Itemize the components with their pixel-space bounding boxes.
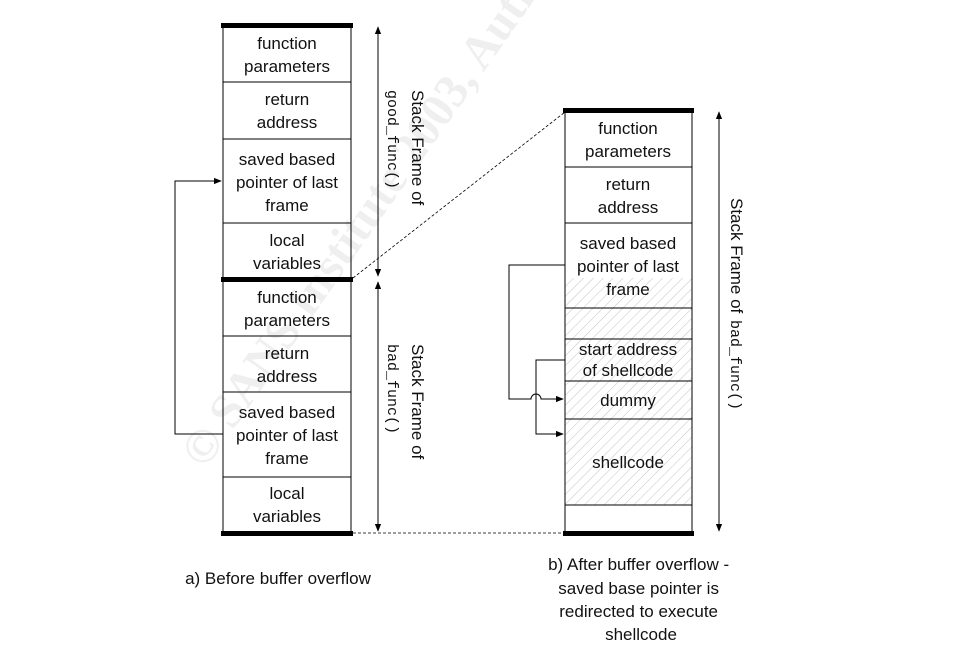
- cell-text: variables: [253, 507, 321, 526]
- cell-text: start address: [579, 340, 677, 359]
- cell-text: address: [598, 198, 658, 217]
- hatch-shellcode: [565, 419, 692, 505]
- cell-text: address: [257, 367, 317, 386]
- good-func-frame-label: Stack Frame of: [408, 90, 427, 206]
- bad-func-frame-label: Stack Frame of: [408, 344, 427, 460]
- cell-text: of shellcode: [583, 361, 674, 380]
- cell-text: dummy: [600, 391, 656, 410]
- frame-label-text: Stack Frame of: [727, 198, 746, 318]
- hatch-dummy: [565, 381, 692, 419]
- b-frame-label: Stack Frame of bad_func(): [726, 198, 746, 410]
- frame-label-func: good_func(): [383, 90, 400, 189]
- cell-text: function: [598, 119, 658, 138]
- cell-text: local: [270, 484, 305, 503]
- frame-label-func: bad_func(): [383, 344, 400, 434]
- top-bar-b: [563, 108, 694, 113]
- hatch-start-address: [565, 339, 692, 381]
- cell-text: saved based: [239, 150, 335, 169]
- cell-text: local: [270, 231, 305, 250]
- saved-pointer-link-arrow: [174, 177, 223, 435]
- caption-a: a) Before buffer overflow: [185, 569, 372, 588]
- hatch-saved-pointer-lower: [565, 278, 692, 308]
- cell-text: address: [257, 113, 317, 132]
- cell-text: return: [606, 175, 650, 194]
- start-address-to-shellcode-arrow: [535, 359, 565, 438]
- cell-text: frame: [265, 449, 308, 468]
- diagram-b: function parameters return address saved b…: [508, 108, 746, 644]
- saved-pointer-to-dummy-arrow: [508, 264, 565, 403]
- frame-label-text: Stack Frame of: [408, 344, 427, 460]
- cell-text: saved based: [239, 403, 335, 422]
- caption-b: b) After buffer overflow - saved base po…: [548, 555, 734, 644]
- frame-label-text: Stack Frame of: [408, 90, 427, 206]
- good-func-cell-texts: function parameters return address saved b…: [236, 34, 338, 273]
- caption-b-line: b) After buffer overflow -: [548, 555, 729, 574]
- cell-text: parameters: [244, 311, 330, 330]
- b-cell-texts: function parameters return address saved b…: [577, 119, 679, 472]
- hatch-empty-cell: [565, 308, 692, 339]
- cell-text: return: [265, 344, 309, 363]
- caption-b-line: redirected to execute: [559, 602, 718, 621]
- top-bar-a: [221, 23, 353, 28]
- cell-text: function: [257, 34, 317, 53]
- cell-text: variables: [253, 254, 321, 273]
- cell-text: parameters: [585, 142, 671, 161]
- b-cell-bottom-empty: [564, 504, 693, 534]
- cell-text: return: [265, 90, 309, 109]
- cell-text: frame: [606, 280, 649, 299]
- cell-text: shellcode: [592, 453, 664, 472]
- cell-text: parameters: [244, 57, 330, 76]
- caption-b-line: shellcode: [605, 625, 677, 644]
- frame-label-func: bad_func(): [726, 320, 743, 410]
- cell-text: pointer of last: [236, 173, 338, 192]
- cell-text: saved based: [580, 234, 676, 253]
- diagram-a: function parameters return address saved b…: [174, 23, 427, 588]
- bottom-bar-b: [563, 531, 694, 536]
- cell-text: pointer of last: [236, 426, 338, 445]
- bottom-bar-a: [221, 531, 353, 536]
- cell-text: pointer of last: [577, 257, 679, 276]
- mid-bar-a: [221, 277, 353, 282]
- caption-b-line: saved base pointer is: [558, 579, 719, 598]
- cell-text: function: [257, 288, 317, 307]
- bad-func-cell-texts: function parameters return address saved b…: [236, 288, 338, 526]
- bad-func-name-label: bad_func(): [383, 344, 400, 434]
- good-func-name-label: good_func(): [383, 90, 400, 189]
- cell-text: frame: [265, 196, 308, 215]
